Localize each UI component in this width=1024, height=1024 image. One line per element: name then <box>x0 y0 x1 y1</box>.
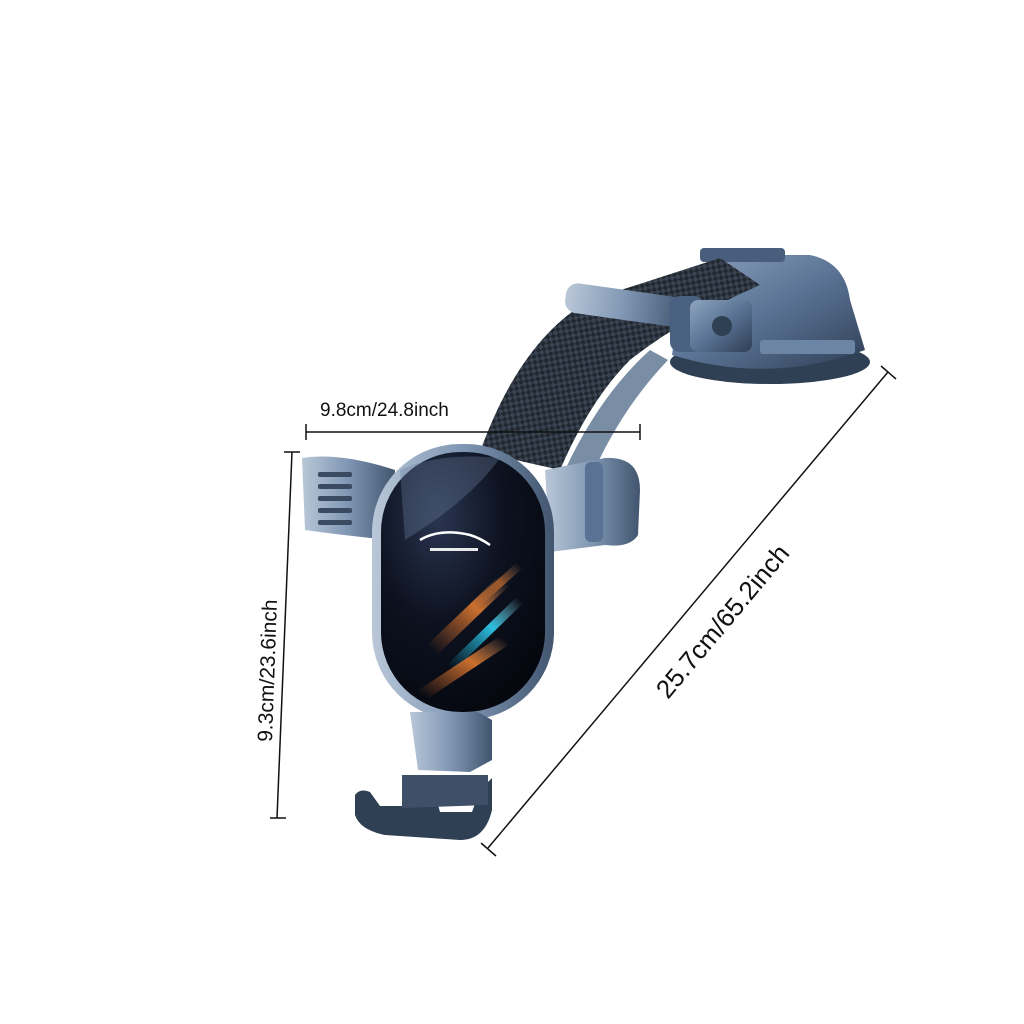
dimension-width <box>305 424 641 440</box>
right-side-clamp <box>545 457 640 552</box>
width-label: 9.8cm/24.8inch <box>320 400 449 421</box>
holder-face <box>372 444 554 720</box>
left-side-clamp <box>302 456 395 540</box>
dimension-height <box>270 451 300 819</box>
dimension-length <box>480 365 897 857</box>
length-label: 25.7cm/65.2inch <box>650 538 796 703</box>
hinge-knob <box>670 296 752 352</box>
height-label: 9.3cm/23.6inch <box>254 599 282 742</box>
bottom-hook <box>355 712 492 840</box>
brand-logo <box>419 531 491 551</box>
